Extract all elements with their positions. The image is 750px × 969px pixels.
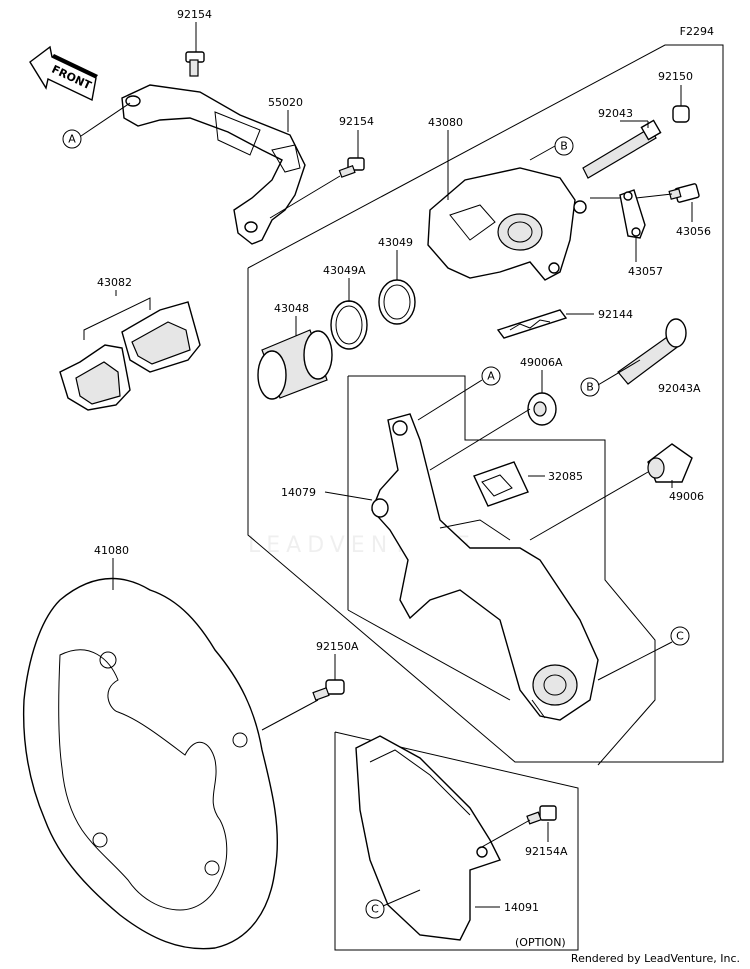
- label-41080: 41080: [94, 544, 129, 557]
- callout-b-top: B: [554, 136, 574, 156]
- bracket-55020: [121, 84, 306, 245]
- label-43057: 43057: [628, 265, 663, 278]
- label-49006: 49006: [669, 490, 704, 503]
- label-32085: 32085: [548, 470, 583, 483]
- clip-43057: [619, 189, 646, 239]
- pin-92043: [582, 119, 662, 179]
- part-labels: 92154 55020 92154 43080 92150 92043 4305…: [94, 8, 711, 949]
- svg-text:B: B: [586, 381, 594, 394]
- pads-43082: [59, 301, 201, 411]
- label-92043A: 92043A: [658, 382, 701, 395]
- disc-guard-14091: [355, 735, 501, 941]
- svg-text:A: A: [487, 370, 495, 383]
- spring-32085: [473, 461, 529, 507]
- bolt-92154A: [526, 805, 557, 825]
- boot-49006: [647, 443, 693, 483]
- callout-a-left: A: [62, 129, 82, 149]
- pin-92043A: [617, 318, 687, 385]
- bolt-92154-mid: [338, 157, 365, 178]
- bleeder-43056: [668, 183, 700, 203]
- label-43080: 43080: [428, 116, 463, 129]
- label-92154-mid: 92154: [339, 115, 374, 128]
- label-49006A: 49006A: [520, 356, 563, 369]
- label-92150A: 92150A: [316, 640, 359, 653]
- assembly-boundary: [247, 44, 724, 763]
- svg-text:C: C: [676, 630, 684, 643]
- figure-id: F2294: [679, 25, 714, 38]
- callout-c-right: C: [670, 626, 690, 646]
- label-43048: 43048: [274, 302, 309, 315]
- option-boundary: [334, 731, 579, 951]
- label-92144: 92144: [598, 308, 633, 321]
- bolt-92150A: [312, 679, 345, 701]
- label-14091: 14091: [504, 901, 539, 914]
- leader-lines: [80, 22, 693, 908]
- label-43049: 43049: [378, 236, 413, 249]
- front-arrow-icon: FRONT: [29, 45, 98, 102]
- svg-text:A: A: [68, 133, 76, 146]
- boot-49006A: [527, 392, 557, 426]
- label-43056: 43056: [676, 225, 711, 238]
- callout-c-bottom: C: [365, 899, 385, 919]
- callout-a-mid: A: [481, 366, 501, 386]
- bracket-boundary: [348, 375, 656, 766]
- option-label: (OPTION): [515, 936, 566, 949]
- label-55020: 55020: [268, 96, 303, 109]
- label-43082: 43082: [97, 276, 132, 289]
- caliper-bracket-14079: [371, 413, 599, 721]
- label-92043: 92043: [598, 107, 633, 120]
- label-92154-top: 92154: [177, 8, 212, 21]
- callout-b-mid: B: [580, 377, 600, 397]
- label-92150: 92150: [658, 70, 693, 83]
- label-43049A: 43049A: [323, 264, 366, 277]
- label-14079: 14079: [281, 486, 316, 499]
- spring-92144: [496, 309, 568, 339]
- label-92154A: 92154A: [525, 845, 568, 858]
- footer-credit: Rendered by LeadVenture, Inc.: [570, 952, 740, 965]
- bolt-92154-top: [185, 51, 205, 77]
- piston-43048: [257, 329, 333, 400]
- seal-43049: [378, 279, 416, 325]
- svg-text:B: B: [560, 140, 568, 153]
- cap-92150: [672, 105, 690, 123]
- seal-43049A: [330, 300, 368, 350]
- svg-text:C: C: [371, 903, 379, 916]
- caliper-43080: [427, 167, 587, 281]
- brake-disc-41080: [22, 577, 279, 950]
